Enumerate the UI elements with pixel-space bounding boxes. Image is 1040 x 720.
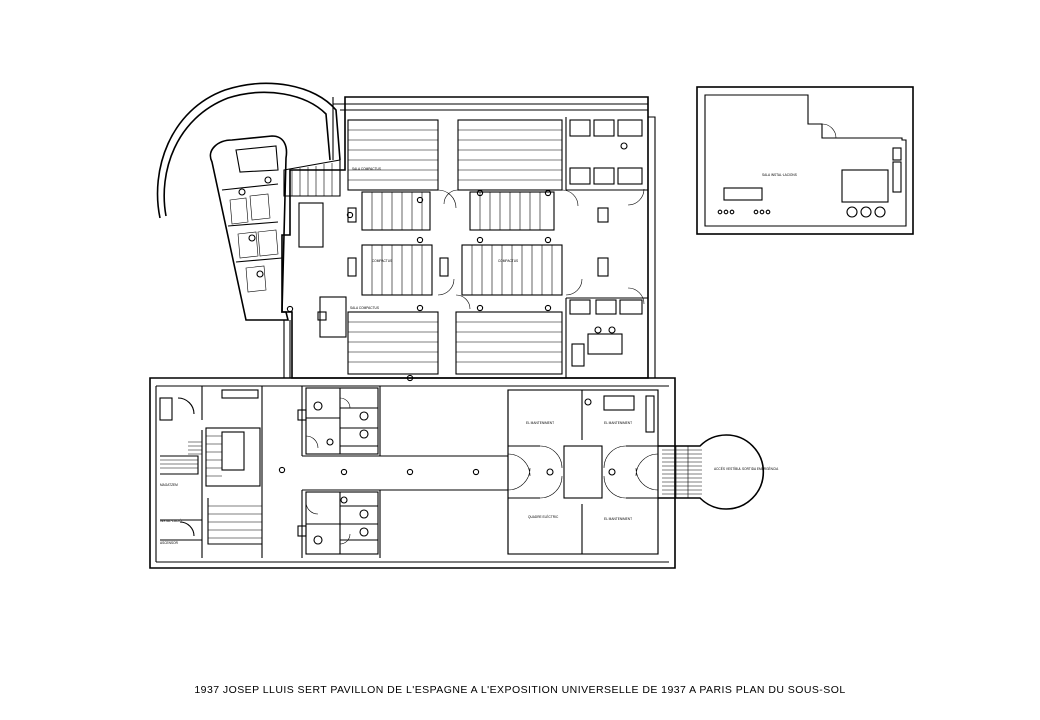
label-annex: ACCÉS VESTÍBUL SORTIDA EMERGÈNCIA (714, 466, 779, 471)
label-service-c: ASCENSOR (160, 541, 179, 545)
label-manteniment-3: EL MANTENIMENT (604, 517, 632, 521)
label-manteniment-2: EL MANTENIMENT (604, 421, 632, 425)
toilets-bottom (297, 491, 379, 555)
label-compactus-left: COMPACTUS (372, 259, 392, 263)
curved-wall (156, 82, 341, 219)
toilets-top (297, 387, 379, 455)
upper-block: SALA COMPACTUS COMPACTUS COMPACTUS SALA … (281, 96, 656, 382)
label-manteniment-1: EL MANTENIMENT (526, 421, 554, 425)
slanted-pavilion (209, 135, 290, 321)
compactus-top-left (347, 119, 439, 191)
compactus-bottom (347, 311, 563, 375)
label-compactus-right: COMPACTUS (498, 259, 518, 263)
label-quadre-electric: QUADRE ELÈCTRIC (528, 514, 559, 519)
lower-block: MAGATZEM INSTAL·LACIÓ ASCENSOR (149, 377, 676, 569)
label-sala-installacions: SALA INSTAL·LACIONS (762, 173, 797, 177)
round-annex: ACCÉS VESTÍBUL SORTIDA EMERGÈNCIA (658, 434, 779, 510)
compactus-middle (347, 191, 609, 296)
label-service-b: INSTAL·LACIÓ (160, 518, 182, 523)
label-sala-compactus-top: SALA COMPACTUS (352, 167, 381, 171)
compactus-top-right (457, 119, 563, 191)
plan-caption: 1937 JOSEP LLUIS SERT PAVILLON DE L'ESPA… (194, 684, 846, 696)
installations-room: SALA INSTAL·LACIONS (696, 86, 914, 235)
label-sala-compactus-bottom: SALA COMPACTUS (350, 306, 379, 310)
offices-right (565, 117, 648, 378)
maintenance-rooms: EL MANTENIMENT EL MANTENIMENT QUADRE ELÈ… (507, 389, 659, 555)
label-service-a: MAGATZEM (160, 483, 178, 487)
